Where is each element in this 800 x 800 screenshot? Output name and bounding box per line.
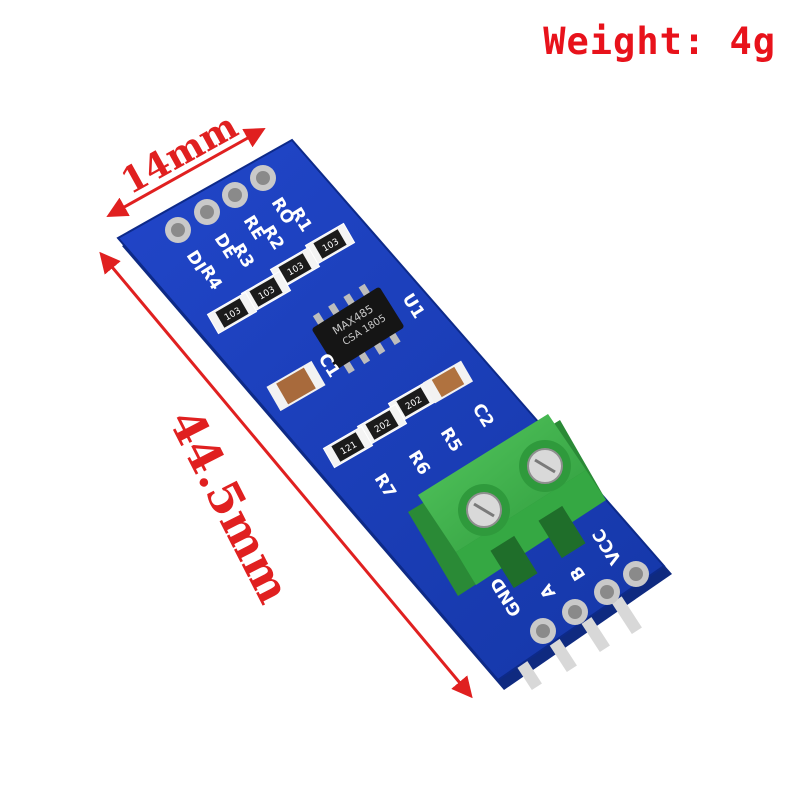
terminal-screw-2 xyxy=(519,440,571,492)
resistors: 103 103 103 103 202 xyxy=(206,222,439,469)
bottom-header-pads xyxy=(530,561,649,644)
screw-terminal xyxy=(408,414,606,596)
resistor-r7: 121 xyxy=(322,425,374,469)
weight-label: Weight: 4g xyxy=(543,20,776,63)
terminal-screw-1 xyxy=(458,484,510,536)
capacitor-c1 xyxy=(266,360,326,412)
resistor-r6: 202 xyxy=(356,403,408,447)
top-header-pads xyxy=(165,165,276,243)
resistor-r1: 103 xyxy=(304,222,356,266)
length-dimension-label: 44.5mm xyxy=(158,400,301,611)
resistor-r4: 103 xyxy=(206,291,258,335)
resistor-r3: 103 xyxy=(240,270,292,314)
capacitor-c2 xyxy=(422,360,474,404)
capacitors xyxy=(266,360,474,412)
